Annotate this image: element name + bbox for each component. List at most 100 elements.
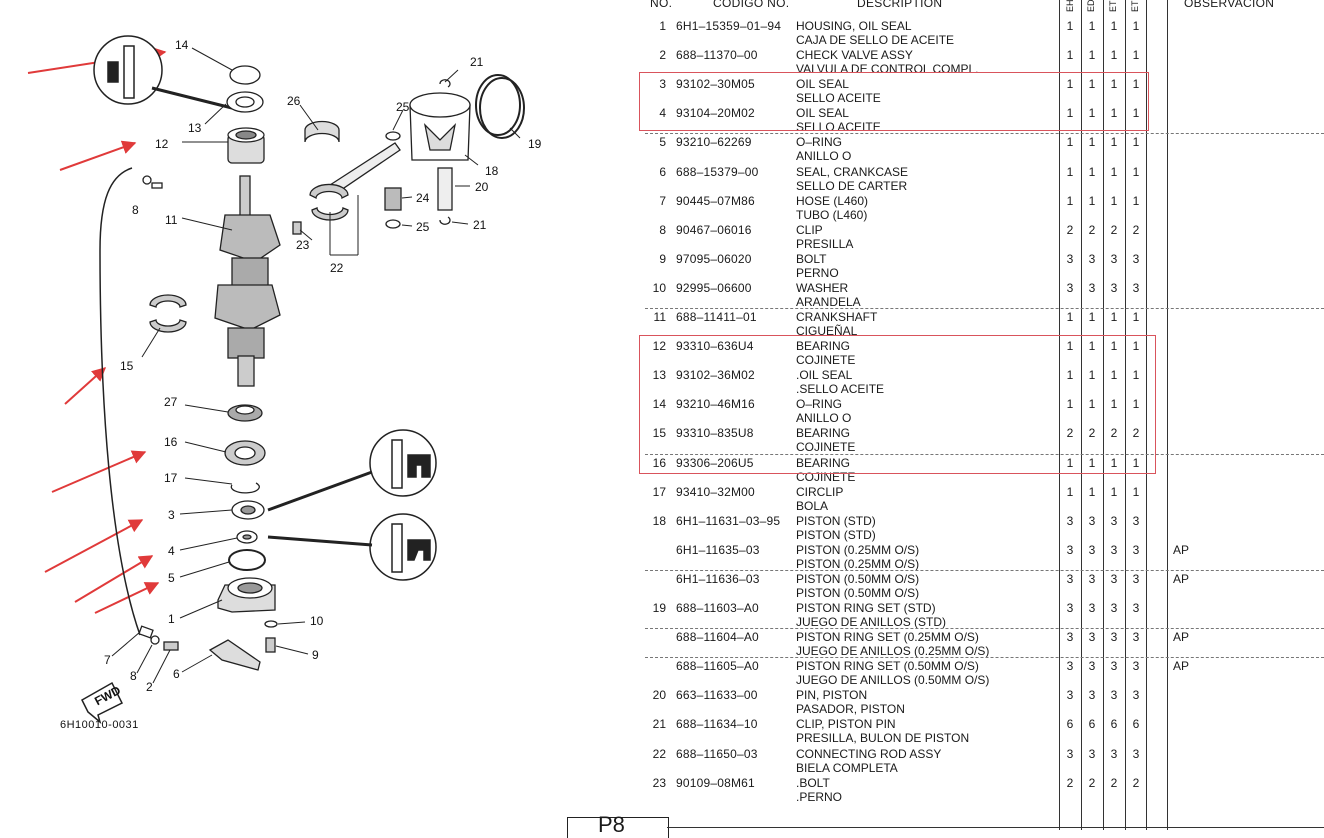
description-en: HOSE (L460) [796,193,869,208]
leader-lines [111,47,521,684]
quantity: 3 [1088,571,1096,586]
group-separator [645,569,1324,571]
quantity: 1 [1110,19,1118,33]
description-en: PISTON (0.50MM O/S) [796,571,920,586]
quantity: 1 [1110,484,1118,499]
quantity: 1 [1132,48,1140,63]
description-en: OIL SEAL [796,77,849,92]
quantity: 1 [1066,48,1074,63]
description-en: CIRCLIP [796,484,844,499]
description-en: WASHER [796,280,849,295]
part-number: 8 [659,222,666,237]
quantity: 3 [1066,659,1074,674]
part-number: 3 [659,77,666,92]
description-es: SELLO ACEITE [796,91,881,106]
quantity: 6 [1066,717,1074,732]
part-number: 1 [659,19,666,33]
quantity: 1 [1088,339,1096,354]
column-divider [1103,0,1104,830]
part-code: 6H1–11631–03–95 [676,513,781,528]
quantity: 1 [1110,106,1118,121]
part-number: 15 [652,426,666,441]
quantity: 2 [1066,426,1074,441]
detail-circle-mid [267,429,437,512]
quantity: 2 [1088,426,1096,441]
part-code: 6H1–15359–01–94 [676,19,782,33]
part-number: 14 [652,397,666,412]
part-number: 21 [652,717,666,732]
part-code: 92995–06600 [676,280,752,295]
quantity: 6 [1132,717,1140,732]
quantity: 3 [1110,659,1118,674]
description-es: SELLO DE CARTER [796,178,908,193]
quantity: 3 [1088,601,1096,615]
callout: 7 [104,653,111,667]
part-code: 688–11603–A0 [676,601,759,615]
quantity: 3 [1066,601,1074,615]
quantity: 2 [1088,775,1096,790]
quantity: 3 [1132,280,1140,295]
description-en: SEAL, CRANKCASE [796,164,909,179]
group-separator [645,628,1324,630]
diagram-code: 6H10010-0031 [60,719,139,731]
description-es: COJINETE [796,353,856,368]
quantity: 1 [1132,19,1140,33]
description-en: O–RING [796,397,843,412]
description-es: PISTON (0.50MM O/S) [796,585,920,600]
part-code: 93102–30M05 [676,77,755,92]
column-divider [1125,0,1126,830]
bottom-rule [667,827,1324,828]
description-es: ARANDELA [796,294,861,309]
quantity: 3 [1088,251,1096,266]
part-code: 6H1–11636–03 [676,571,760,586]
quantity: 3 [1066,630,1074,645]
description-es: COJINETE [796,469,856,484]
quantity: 1 [1088,193,1096,208]
description-es: JUEGO DE ANILLOS (STD) [796,615,947,629]
quantity: 1 [1066,135,1074,150]
quantity: 1 [1132,310,1140,324]
callout: 6 [173,667,180,681]
quantity: 1 [1088,368,1096,383]
part-number: 16 [652,455,666,470]
quantity: 3 [1088,542,1096,557]
quantity: 1 [1088,484,1096,499]
part-code: 688–11634–10 [676,717,758,732]
quantity: 1 [1088,135,1096,150]
description-en: PIN, PISTON [796,688,868,703]
group-separator [645,133,1324,135]
description-en: PISTON (STD) [796,513,876,528]
quantity: 3 [1132,630,1140,645]
group-separator [645,657,1324,659]
callout: 16 [164,435,178,449]
description-es: .PERNO [796,789,843,804]
callout: 2 [146,680,153,694]
exploded-parts-diagram: 14 13 12 8 11 26 25 21 19 18 20 24 25 21… [27,35,542,731]
parts-drawing [99,65,525,671]
quantity: 1 [1066,455,1074,470]
quantity: 3 [1132,513,1140,528]
quantity: 1 [1066,368,1074,383]
callout: 4 [168,544,175,558]
quantity: 1 [1110,48,1118,63]
part-number: 10 [652,280,666,295]
quantity: 1 [1066,19,1074,33]
quantity: 1 [1088,397,1096,412]
part-number: 22 [652,746,666,761]
quantity: 1 [1066,164,1074,179]
fwd-arrow-icon: FWD [81,681,123,725]
description-en: BOLT [796,251,827,266]
description-en: O–RING [796,135,843,150]
quantity: 3 [1132,601,1140,615]
